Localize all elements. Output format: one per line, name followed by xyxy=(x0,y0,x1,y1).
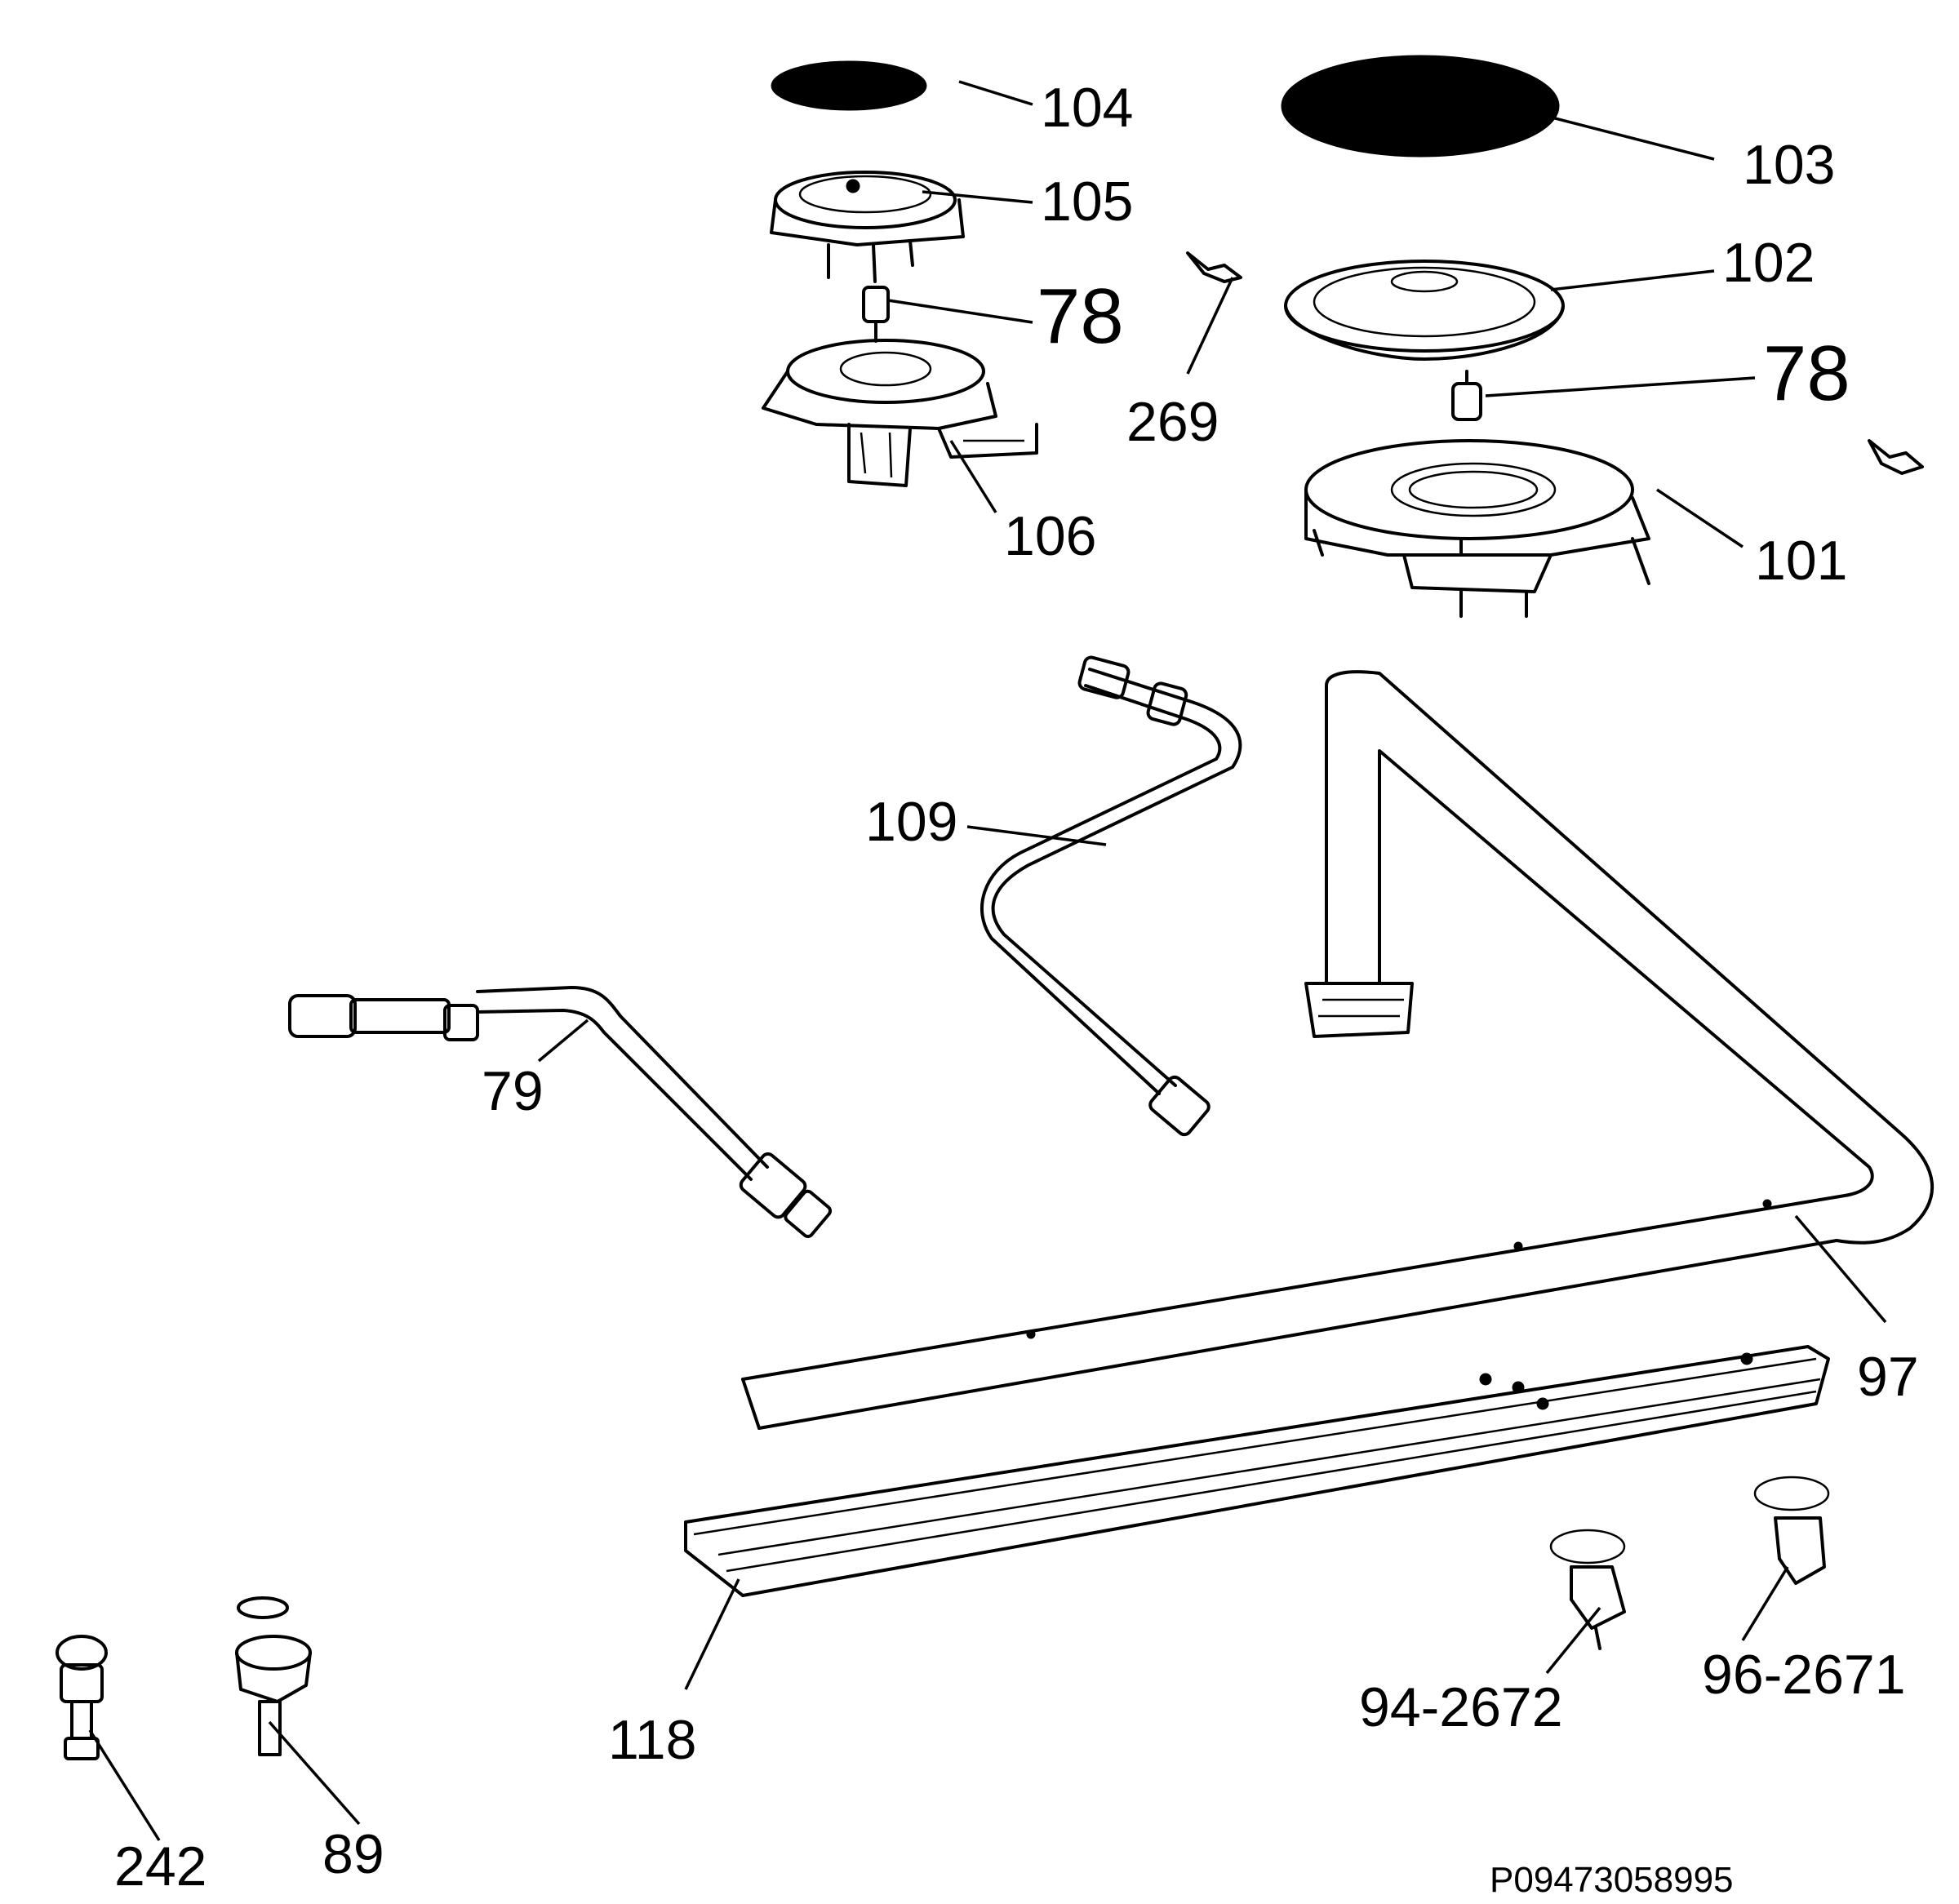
callout-118: 118 xyxy=(608,1709,696,1771)
part-79-gas-pipe xyxy=(288,986,833,1239)
callout-242: 242 xyxy=(114,1835,207,1897)
part-104-small-burner-cap xyxy=(771,60,927,111)
callout-104: 104 xyxy=(1041,77,1133,139)
callout-109: 109 xyxy=(865,791,957,853)
callout-labels: 104 103 105 102 78 78 269 106 101 109 79… xyxy=(114,77,1919,1897)
part-94-2672-igniter xyxy=(1549,1529,1626,1650)
part-78-injector-left xyxy=(862,286,890,343)
part-242 xyxy=(56,1635,108,1760)
callout-96-2671: 96-2671 xyxy=(1702,1644,1906,1706)
part-118-front-rail xyxy=(684,1345,1830,1597)
callout-106: 106 xyxy=(1004,505,1096,567)
part-269-clip xyxy=(1186,251,1924,475)
part-109-gas-pipe xyxy=(980,655,1242,1137)
reference-code: P09473058995 xyxy=(1490,1860,1734,1900)
callout-101: 101 xyxy=(1755,530,1847,592)
callout-105: 105 xyxy=(1041,171,1133,233)
callout-94-2672: 94-2672 xyxy=(1359,1676,1563,1738)
part-103-large-burner-cap xyxy=(1281,55,1560,158)
leader-lines xyxy=(88,80,1887,1841)
part-101-burner-base xyxy=(1304,439,1650,618)
part-89 xyxy=(235,1596,312,1756)
part-97-manifold xyxy=(741,670,1935,1430)
callout-78-left: 78 xyxy=(1037,273,1124,360)
part-106-burner-base xyxy=(762,339,1038,487)
callout-79: 79 xyxy=(482,1060,544,1122)
part-105-flame-spreader xyxy=(770,171,965,283)
callout-97: 97 xyxy=(1857,1346,1919,1408)
callout-102: 102 xyxy=(1722,232,1815,294)
callout-89: 89 xyxy=(322,1823,384,1885)
callout-78-right: 78 xyxy=(1763,330,1850,417)
callout-103: 103 xyxy=(1743,134,1835,196)
part-96-2671-igniter xyxy=(1753,1476,1830,1585)
part-78-injector-right xyxy=(1451,370,1482,421)
part-102-flame-spreader xyxy=(1284,260,1565,361)
callout-269: 269 xyxy=(1126,391,1219,453)
